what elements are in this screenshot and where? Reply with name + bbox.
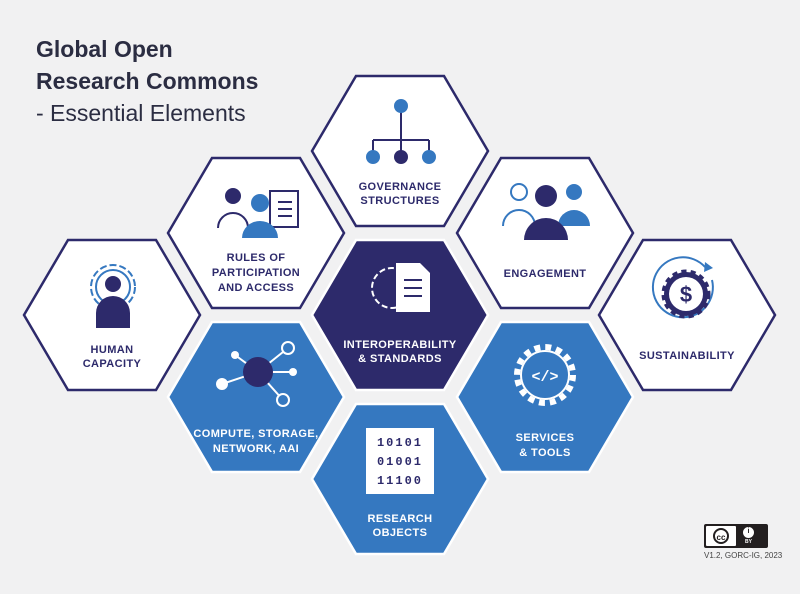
cc-by-icon: cc i BY <box>704 524 768 548</box>
code-gear-icon: </> <box>514 344 576 406</box>
hex-sustainability: $ SUSTAINABILITY <box>597 238 777 392</box>
hex-rules: RULES OF PARTICIPATION AND ACCESS <box>166 156 346 310</box>
network-node-icon <box>216 341 297 407</box>
hex-services: </> SERVICES & TOOLS <box>455 320 635 474</box>
dollar-gear-icon: $ <box>651 256 714 319</box>
research-objects-label-1: RESEARCH <box>368 513 433 525</box>
engagement-label: ENGAGEMENT <box>504 268 587 280</box>
hex-interoperability: INTEROPERABILITY & STANDARDS <box>310 238 490 392</box>
human-capacity-label-1: HUMAN <box>91 344 134 356</box>
compute-label-2: NETWORK, AAI <box>213 443 299 455</box>
governance-label-1: GOVERNANCE <box>359 181 442 193</box>
svg-text:</>: </> <box>531 369 558 386</box>
compute-label-1: COMPUTE, STORAGE, <box>193 428 318 440</box>
title-line-1: Global Open <box>36 36 173 62</box>
research-objects-label-2: OBJECTS <box>373 527 428 539</box>
svg-text:$: $ <box>680 282 692 307</box>
rules-label-2: PARTICIPATION <box>212 267 300 279</box>
interoperability-label-2: & STANDARDS <box>358 353 442 365</box>
title-line-2: Research Commons <box>36 68 259 94</box>
binary-row-1: 10101 <box>377 436 423 450</box>
page-title: Global Open Research Commons - Essential… <box>36 33 258 129</box>
hex-governance: GOVERNANCE STRUCTURES <box>310 74 490 228</box>
version-text: V1.2, GORC-IG, 2023 <box>704 551 783 560</box>
hex-research-objects: 10101 01001 11100 RESEARCH OBJECTS <box>310 402 490 556</box>
human-capacity-label-2: CAPACITY <box>83 358 142 370</box>
services-label-1: SERVICES <box>516 432 575 444</box>
attribution-icon: i <box>742 526 755 539</box>
hex-human-capacity: HUMAN CAPACITY <box>22 238 202 392</box>
hex-engagement: ENGAGEMENT <box>455 156 635 310</box>
person-gear-icon <box>90 264 136 328</box>
governance-label-2: STRUCTURES <box>360 195 439 207</box>
group-icon <box>502 183 590 240</box>
interoperability-label-1: INTEROPERABILITY <box>343 339 457 351</box>
title-line-3: - Essential Elements <box>36 100 246 126</box>
cc-logo: cc <box>713 528 729 544</box>
binary-row-3: 11100 <box>377 474 423 488</box>
binary-icon: 10101 01001 11100 <box>366 428 434 494</box>
hierarchy-icon <box>366 99 436 164</box>
people-document-icon <box>217 188 299 238</box>
binary-row-2: 01001 <box>377 455 423 469</box>
license-badge: cc i BY V1.2, GORC-IG, 2023 <box>704 524 783 560</box>
sustainability-label: SUSTAINABILITY <box>639 350 735 362</box>
hex-compute: COMPUTE, STORAGE, NETWORK, AAI <box>166 320 346 474</box>
rules-label-3: AND ACCESS <box>218 282 294 294</box>
gear-document-icon <box>371 263 430 312</box>
by-label: BY <box>745 539 752 545</box>
rules-label-1: RULES OF <box>227 252 286 264</box>
services-label-2: & TOOLS <box>519 447 571 459</box>
